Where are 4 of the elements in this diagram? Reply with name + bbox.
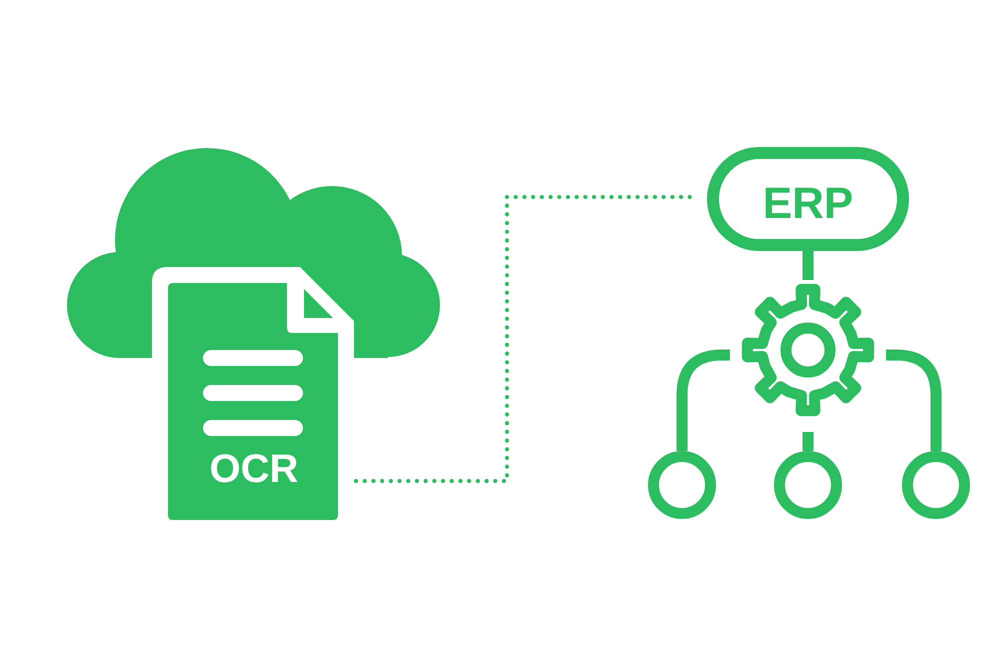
connector-line <box>802 432 814 451</box>
document-label: OCR <box>208 447 300 491</box>
node-label: ERP <box>762 179 854 229</box>
connector-line <box>802 251 814 280</box>
